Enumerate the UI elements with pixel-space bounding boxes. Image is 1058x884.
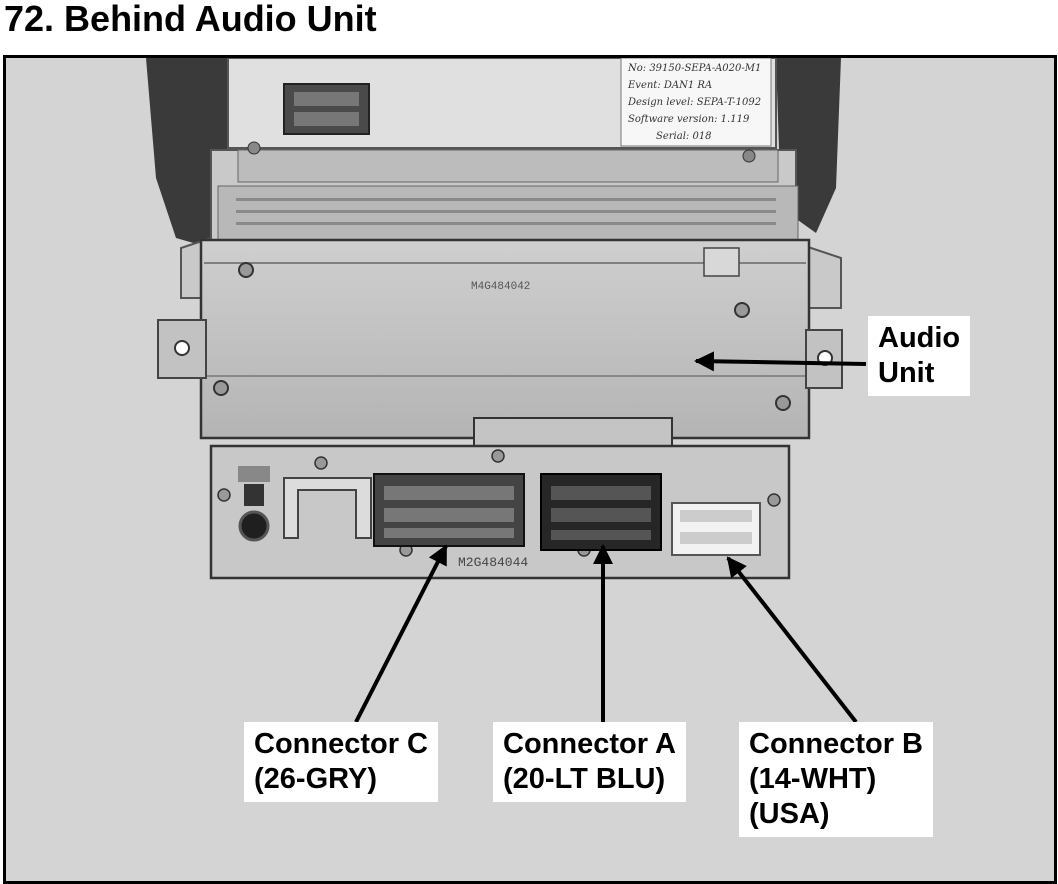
callout-connector-c: Connector C (26-GRY) (244, 722, 438, 802)
callout-line: Unit (878, 357, 935, 389)
callout-line: (20-LT BLU) (503, 763, 666, 795)
callout-connector-b: Connector B (14-WHT) (USA) (739, 722, 933, 837)
callout-line: (26-GRY) (254, 763, 377, 795)
sticker-line: Serial: 018 (656, 131, 712, 142)
sticker-line: Event: DAN1 RA (627, 80, 712, 91)
photo-frame: No: 39150-SEPA-A020-M1 Event: DAN1 RA De… (3, 55, 1057, 884)
callout-line: Connector B (749, 728, 923, 760)
sticker-line: Software version: 1.119 (628, 114, 750, 125)
bracket-part-marking: M2G484044 (458, 555, 528, 570)
top-harness-connector (283, 83, 370, 135)
perforated-top (217, 185, 799, 242)
callout-line: (USA) (749, 798, 830, 830)
page-title: 72. Behind Audio Unit (4, 0, 377, 39)
label-sticker (620, 58, 772, 147)
connector-c-arrow (354, 544, 448, 723)
sticker-line: Design level: SEPA-T-1092 (627, 97, 761, 108)
audio-unit-photo: No: 39150-SEPA-A020-M1 Event: DAN1 RA De… (6, 58, 1054, 881)
callout-line: (14-WHT) (749, 763, 877, 795)
connector-b-arrow (726, 556, 858, 724)
ground-strap (283, 477, 372, 539)
unit-part-marking: M4G484042 (471, 281, 530, 293)
audio-unit-arrow (694, 351, 867, 372)
left-dark-shroud (146, 58, 231, 248)
callout-line: Audio (878, 322, 961, 354)
sticker-line: No: 39150-SEPA-A020-M1 (627, 63, 761, 74)
callout-line: Connector A (503, 728, 676, 760)
callout-line: Connector C (254, 728, 428, 760)
callout-audio-unit: Audio Unit (868, 316, 971, 396)
antenna-jack (238, 510, 270, 542)
callout-connector-a: Connector A (20-LT BLU) (493, 722, 686, 802)
